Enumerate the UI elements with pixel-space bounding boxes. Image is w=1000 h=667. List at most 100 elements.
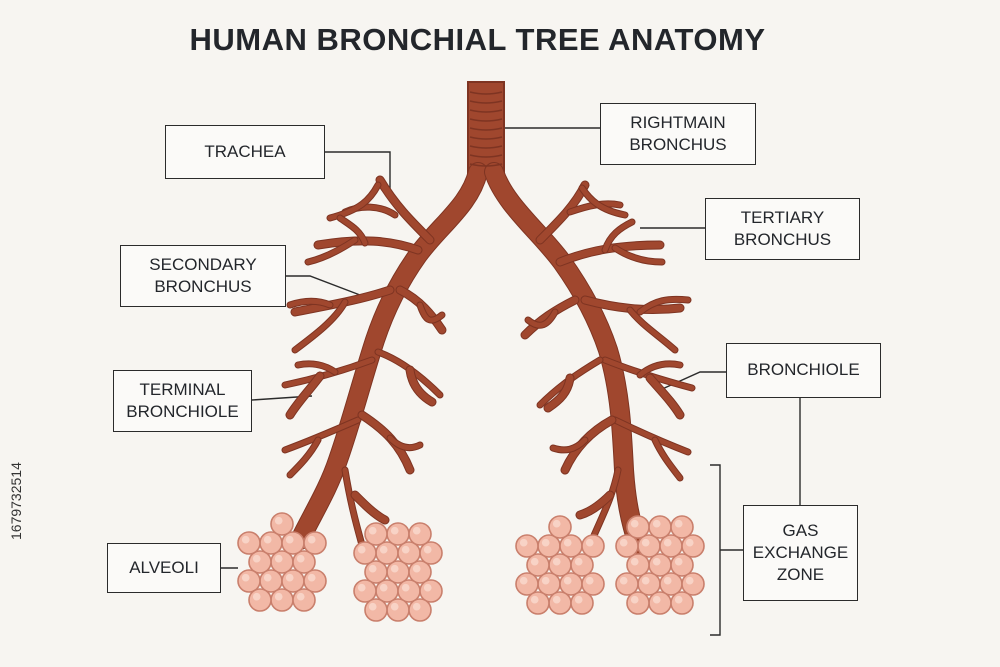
right-main-bronchus: [485, 163, 647, 554]
label-right-main-bronchus: RIGHTMAIN BRONCHUS: [600, 103, 756, 165]
alveolus-highlight: [390, 602, 399, 611]
label-alveoli: ALVEOLI: [107, 543, 221, 593]
trachea-ring: [469, 91, 503, 95]
alveolus-highlight: [285, 535, 294, 544]
label-secondary-bronchus: SECONDARY BRONCHUS: [120, 245, 286, 307]
alveolus-highlight: [252, 592, 261, 601]
alveolus-highlight: [541, 538, 550, 547]
trachea-ring: [469, 118, 503, 122]
alveolus-highlight: [263, 535, 272, 544]
alveolus-highlight: [401, 583, 410, 592]
right-branch: [602, 219, 635, 253]
alveolus: [626, 591, 650, 615]
right-branch: [550, 437, 588, 453]
right-branch: [521, 296, 579, 339]
left-branch: [417, 302, 445, 323]
left-branch: [286, 372, 324, 419]
alveolus-highlight: [530, 595, 539, 604]
alveolus-highlight: [685, 576, 694, 585]
alveolus: [648, 515, 672, 539]
alveolus: [270, 588, 294, 612]
alveolus-highlight: [368, 602, 377, 611]
alveolus-highlight: [674, 595, 683, 604]
alveolus-highlight: [274, 592, 283, 601]
alveolus: [364, 598, 388, 622]
alveolus: [648, 591, 672, 615]
alveolus-highlight: [652, 519, 661, 528]
alveolus-highlight: [630, 595, 639, 604]
alveolus-highlight: [357, 545, 366, 554]
label-tertiary-bronchus: TERTIARY BRONCHUS: [705, 198, 860, 260]
alveolus-highlight: [519, 576, 528, 585]
label-gas-exchange-zone: GAS EXCHANGE ZONE: [743, 505, 858, 601]
trachea-ring: [469, 154, 503, 158]
right-branch: [627, 307, 678, 353]
right-branch: [637, 361, 683, 378]
left-branch: [287, 437, 321, 478]
alveoli-clusters: [237, 512, 705, 622]
right-branch: [612, 417, 691, 455]
alveolus-highlight: [296, 554, 305, 563]
alveolus-highlight: [252, 554, 261, 563]
alveolus-highlight: [401, 545, 410, 554]
leader-trachea: [325, 151, 391, 190]
left-branch: [387, 435, 423, 451]
left-branch: [295, 361, 338, 375]
left-branch: [282, 357, 375, 388]
stock-image-id: 1679732514: [8, 462, 24, 540]
alveolus-highlight: [552, 519, 561, 528]
alveolus-highlight: [574, 557, 583, 566]
alveolus-highlight: [241, 535, 250, 544]
left-branch-outline: [326, 181, 382, 222]
alveolus: [548, 515, 572, 539]
alveolus: [237, 531, 261, 555]
alveolus-highlight: [552, 557, 561, 566]
left-branch: [342, 467, 365, 548]
right-branch: [544, 374, 574, 412]
label-trachea: TRACHEA: [165, 125, 325, 179]
alveolus-highlight: [574, 595, 583, 604]
alveolus: [408, 598, 432, 622]
diagram-title: HUMAN BRONCHIAL TREE ANATOMY: [189, 22, 766, 57]
alveolus-highlight: [285, 573, 294, 582]
trachea-ring: [469, 109, 503, 113]
alveolus-highlight: [390, 564, 399, 573]
right-branch: [637, 296, 691, 315]
alveolus: [364, 522, 388, 546]
right-branch: [652, 437, 683, 481]
alveolus: [303, 531, 327, 555]
alveolus-highlight: [390, 526, 399, 535]
left-branch: [351, 491, 389, 524]
alveolus-highlight: [423, 545, 432, 554]
alveolus-highlight: [674, 557, 683, 566]
alveolus-highlight: [563, 576, 572, 585]
alveolus-highlight: [423, 583, 432, 592]
alveolus-highlight: [379, 583, 388, 592]
left-branch: [305, 237, 358, 265]
alveolus: [670, 591, 694, 615]
alveolus: [526, 591, 550, 615]
alveolus-highlight: [663, 576, 672, 585]
trachea-rings: [469, 91, 503, 167]
alveolus-highlight: [552, 595, 561, 604]
left-branch: [314, 237, 422, 254]
alveolus-highlight: [412, 602, 421, 611]
gas-exchange-bracket: [710, 464, 721, 636]
alveolus-highlight: [685, 538, 694, 547]
alveolus-highlight: [379, 545, 388, 554]
right-branch: [576, 491, 614, 519]
left-branch: [337, 215, 368, 246]
alveolus: [670, 515, 694, 539]
alveolus-highlight: [368, 564, 377, 573]
left-branch: [358, 411, 414, 474]
alveolus: [386, 598, 410, 622]
trachea-ring: [469, 100, 503, 104]
alveolus-highlight: [274, 516, 283, 525]
alveolus-highlight: [241, 573, 250, 582]
alveolus: [292, 588, 316, 612]
alveolus-highlight: [563, 538, 572, 547]
alveolus-highlight: [630, 557, 639, 566]
leader-secondary-bronchus: [286, 275, 361, 296]
